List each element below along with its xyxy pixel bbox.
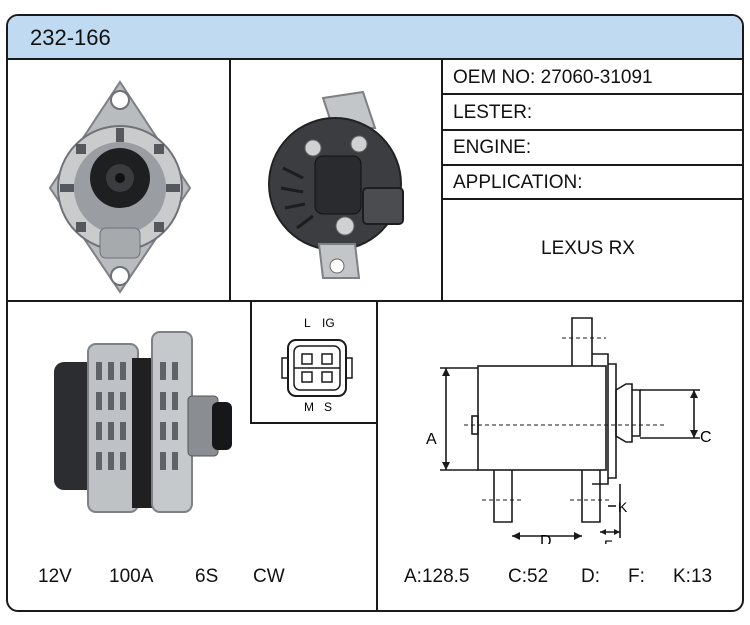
divider [8, 300, 742, 302]
divider [441, 164, 742, 166]
dimension-a: A:128.5 [404, 566, 470, 587]
lester-label: LESTER: [453, 102, 533, 123]
pin-ig-label: IG [322, 316, 335, 330]
alternator-side-photo [54, 331, 232, 513]
pin-s-label: S [324, 400, 332, 414]
dim-a-label: A [426, 431, 437, 448]
connector-diagram: L IG M S [281, 316, 353, 414]
part-number: 232-166 [30, 25, 111, 50]
pin-m-label: M [304, 400, 314, 414]
divider [250, 422, 378, 424]
oem-row: OEM NO: 27060-31091 [453, 67, 653, 89]
alternator-front-photo [48, 80, 192, 294]
spec-voltage: 12V [38, 566, 72, 587]
spec-groove: 6S [195, 566, 219, 587]
header-bar: 232-166 [8, 16, 742, 60]
application-value: LEXUS RX [541, 238, 635, 259]
oem-value: 27060-31091 [540, 67, 653, 88]
product-card: 232-166 OEM NO: 27060-31091 LESTER: ENGI… [6, 14, 744, 612]
divider [441, 198, 742, 200]
application-label: APPLICATION: [453, 172, 583, 193]
spec-rotation: CW [253, 566, 285, 587]
divider [376, 300, 378, 610]
divider [229, 60, 231, 300]
divider [441, 129, 742, 131]
divider [441, 93, 742, 95]
oem-label: OEM NO: [453, 67, 536, 88]
spec-amperage: 100A [109, 566, 154, 587]
divider [250, 300, 252, 424]
alternator-rear-photo [268, 90, 404, 279]
dimension-diagram: A C D F K [426, 317, 712, 544]
engine-label: ENGINE: [453, 137, 532, 158]
dim-f-label: F [604, 537, 613, 544]
dimension-d: D: [581, 566, 600, 587]
divider [441, 60, 443, 300]
dimension-k: K:13 [673, 566, 713, 587]
dim-c-label: C [700, 429, 712, 446]
dim-d-label: D [540, 533, 552, 544]
dim-k-label: K [618, 499, 628, 515]
pin-l-label: L [304, 316, 311, 330]
dimension-f: F: [628, 566, 645, 587]
dimension-c: C:52 [508, 566, 549, 587]
